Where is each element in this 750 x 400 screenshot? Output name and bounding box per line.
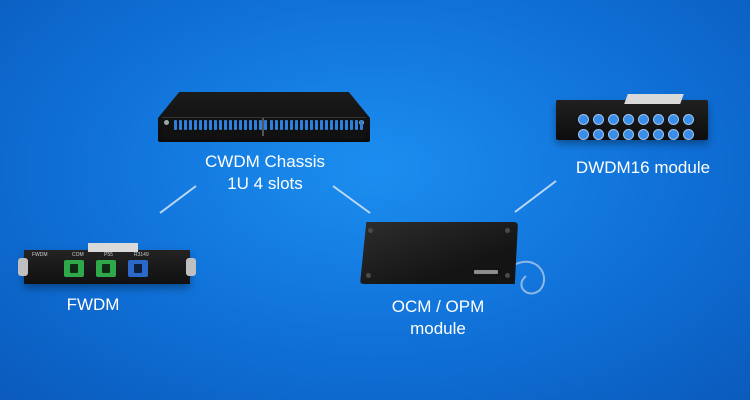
chassis-port-row	[174, 120, 267, 130]
brand-logo-mark	[474, 270, 498, 274]
dwdm16-module-label-line1: DWDM16 module	[575, 158, 711, 177]
cwdm-chassis-image	[158, 92, 370, 142]
cwdm-chassis-label-line1: CWDM Chassis	[205, 152, 325, 171]
cwdm-chassis-label-line2: 1U 4 slots	[227, 174, 303, 193]
fwdm-port-label: COM	[72, 252, 84, 258]
fwdm-port-r3149	[128, 260, 148, 277]
dwdm-port-grid	[578, 114, 695, 140]
fwdm-port-com	[64, 260, 84, 277]
fwdm-panel-label: FWDM	[32, 252, 48, 258]
connector-chassis-ocm	[332, 185, 371, 214]
enclosure-screw	[505, 228, 510, 233]
chassis-slot-divider	[262, 118, 264, 136]
cwdm-chassis-label: CWDM Chassis 1U 4 slots	[205, 151, 325, 195]
fwdm-port-p55	[96, 260, 116, 277]
fwdm-port-label: P55	[104, 252, 113, 258]
dwdm16-module-image	[556, 94, 708, 140]
dwdm16-module-label: DWDM16 module	[576, 157, 710, 179]
fwdm-port-label: R3149	[134, 252, 149, 258]
ocm-opm-module-image	[360, 222, 518, 284]
chassis-screw	[164, 120, 169, 125]
ocm-opm-module-label-line2: module	[410, 319, 466, 338]
enclosure-screw	[366, 273, 371, 278]
connector-ocm-dwdm	[514, 180, 557, 213]
fwdm-label: FWDM	[67, 294, 120, 316]
fwdm-label-line1: FWDM	[66, 295, 120, 314]
thumbscrew	[18, 258, 28, 276]
connector-chassis-fwdm	[159, 185, 197, 214]
module-label-sticker	[88, 243, 138, 252]
fwdm-image: FWDM COM P55 R3149	[18, 243, 196, 284]
enclosure-screw	[368, 228, 373, 233]
enclosure-screw	[505, 273, 510, 278]
ocm-opm-module-label-line1: OCM / OPM	[391, 297, 485, 316]
chassis-port-row	[270, 120, 363, 130]
ocm-opm-module-label: OCM / OPM module	[392, 296, 485, 340]
thumbscrew	[186, 258, 196, 276]
